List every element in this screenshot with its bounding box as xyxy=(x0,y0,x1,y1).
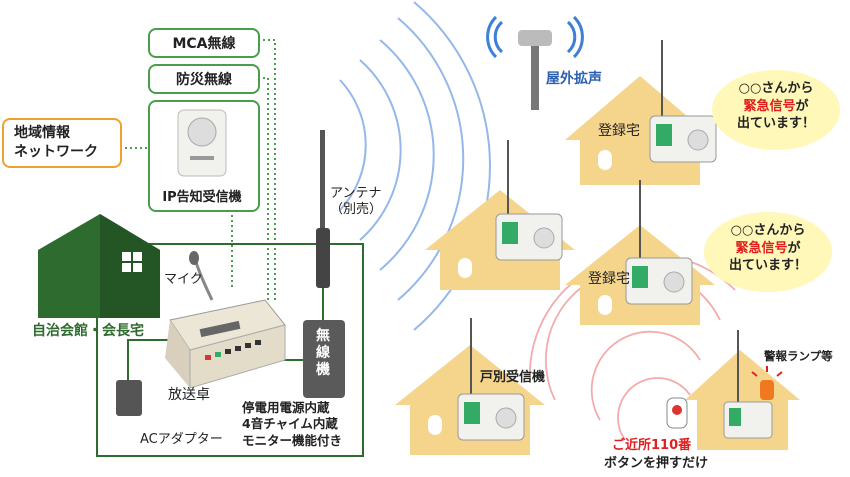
receiver-device-icon xyxy=(723,330,773,439)
emergency-bubble: ○○さんから 緊急信号が 出ています！ xyxy=(712,70,840,150)
receiver-device-icon xyxy=(649,40,717,163)
bubble-ga: が xyxy=(787,240,801,256)
individual-receiver-label: 戸別受信機 xyxy=(480,370,546,385)
ip-receiver-box xyxy=(148,100,260,212)
receiver-device-icon xyxy=(457,318,525,441)
bousai-radio-label: 防災無線 xyxy=(148,64,260,94)
ac-adapter-label: ACアダプター xyxy=(140,432,223,447)
emergency-bubble: ○○さんから 緊急信号が 出ています！ xyxy=(704,212,832,292)
bubble-line3: 出ています！ xyxy=(728,258,807,274)
mic-label: マイク xyxy=(164,272,203,287)
wireless-unit-label: 無 線 機 xyxy=(316,328,330,378)
bubble-emergency: 緊急信号 xyxy=(743,98,796,114)
bubble-line1: ○○さんから xyxy=(730,223,806,238)
dotted-links xyxy=(120,39,276,300)
antenna-label: アンテナ （別売） xyxy=(330,186,383,217)
receiver-device-icon xyxy=(495,140,563,261)
outdoor-speaker-label: 屋外拡声 xyxy=(546,71,602,87)
radio-waves-blue xyxy=(339,1,491,331)
mca-radio-label: MCA無線 xyxy=(148,28,260,58)
ip-receiver-label: IP告知受信機 xyxy=(162,190,242,205)
registered-home-label: 登録宅 xyxy=(598,123,640,139)
hall-enclosure xyxy=(96,243,364,457)
ac-adapter-icon xyxy=(116,380,142,416)
hall-label: 自治会館・会長宅 xyxy=(32,323,144,339)
registered-home-label: 登録宅 xyxy=(588,271,630,287)
bubble-line2: 緊急信号が xyxy=(704,240,832,258)
press-button-label: ボタンを押すだけ xyxy=(604,456,709,471)
nearby-110-label: ご近所110番 xyxy=(612,438,692,453)
bubble-line2: 緊急信号が xyxy=(712,98,840,116)
console-label: 放送卓 xyxy=(168,387,210,403)
bubble-line1: ○○さんから xyxy=(738,81,814,96)
button-pendant-icon xyxy=(666,397,688,429)
tower-speaker-icon xyxy=(486,15,584,110)
antenna-icon xyxy=(316,130,330,320)
mixer-console-icon xyxy=(165,299,286,389)
features-label: 停電用電源内蔵 4音チャイム内蔵 モニター機能付き xyxy=(242,400,343,448)
receiver-device-icon xyxy=(625,180,693,305)
speaker-box-icon xyxy=(177,109,227,177)
regional-network-box: 地域情報 ネットワーク xyxy=(2,118,122,168)
warning-lamp-label: 警報ランプ等 xyxy=(764,349,833,363)
house-icon xyxy=(38,214,160,318)
bubble-line3: 出ています！ xyxy=(736,116,815,132)
wireless-unit-box xyxy=(303,320,345,398)
bubble-ga: が xyxy=(795,98,809,114)
warning-lamp-icon xyxy=(751,366,783,400)
bubble-emergency: 緊急信号 xyxy=(735,240,788,256)
